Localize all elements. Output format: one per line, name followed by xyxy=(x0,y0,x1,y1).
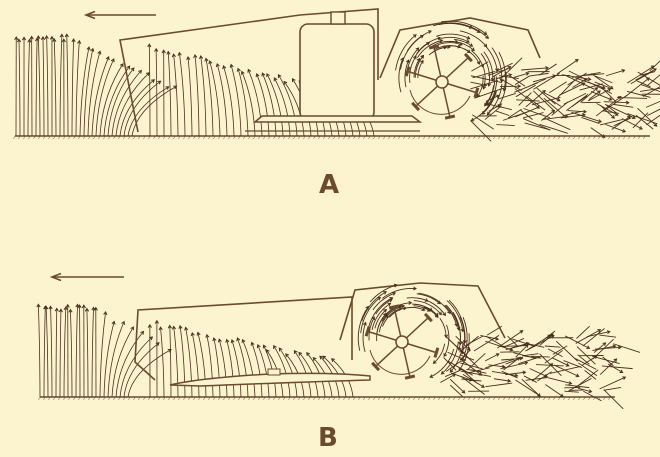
panel-a-illustration xyxy=(14,9,660,141)
panel-a-material-swirl xyxy=(396,21,507,121)
panel-a-direction-arrow xyxy=(86,12,156,19)
panel-a-cut-windrow xyxy=(470,58,660,142)
panel-b-header-hood xyxy=(135,297,352,380)
panel-a-ground-line xyxy=(14,136,651,139)
panel-a-label: A xyxy=(319,170,340,200)
panel-a-skid-plate xyxy=(245,116,420,131)
panel-a-rotor xyxy=(406,46,478,118)
panel-b-ground-line xyxy=(39,397,616,400)
panel-b-label: B xyxy=(318,423,339,453)
panel-a-tank xyxy=(300,12,374,120)
panel-b-illustration xyxy=(37,274,640,409)
panel-b-skid-plate xyxy=(170,369,370,386)
panel-b-direction-arrow xyxy=(52,274,124,281)
